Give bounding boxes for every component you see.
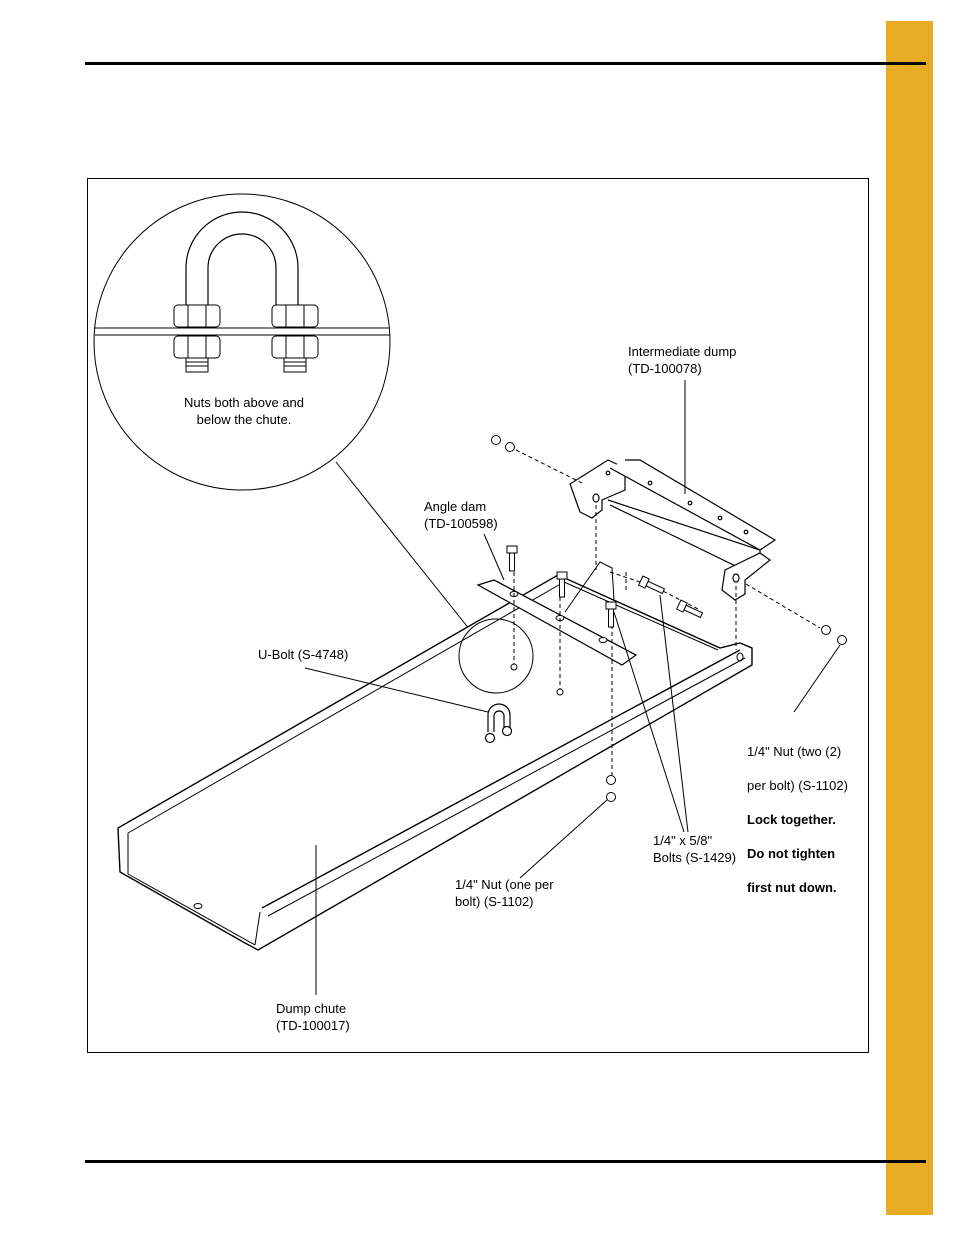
u-bolt-label: U-Bolt (S-4748) — [258, 646, 348, 663]
nut-two-line2: per bolt) (S-1102) — [747, 777, 848, 794]
nut-two-label: 1/4" Nut (two (2) per bolt) (S-1102) Loc… — [747, 726, 848, 913]
dump-chute — [118, 575, 752, 950]
nut-two-bold3: first nut down. — [747, 879, 848, 896]
dump-chute-label: Dump chute (TD-100017) — [276, 1000, 350, 1034]
intermediate-dump-label: Intermediate dump (TD-100078) — [628, 343, 736, 377]
angle-dam-label: Angle dam (TD-100598) — [424, 498, 498, 532]
nut-two-line1: 1/4" Nut (two (2) — [747, 743, 848, 760]
intermediate-dump — [570, 460, 775, 600]
nut-two-bold1: Lock together. — [747, 811, 848, 828]
nut-two-bold2: Do not tighten — [747, 845, 848, 862]
nut-one-label: 1/4" Nut (one per bolt) (S-1102) — [455, 876, 554, 910]
detail-note: Nuts both above and below the chute. — [178, 394, 310, 428]
bolts-label: 1/4" x 5/8" Bolts (S-1429) — [653, 832, 736, 866]
